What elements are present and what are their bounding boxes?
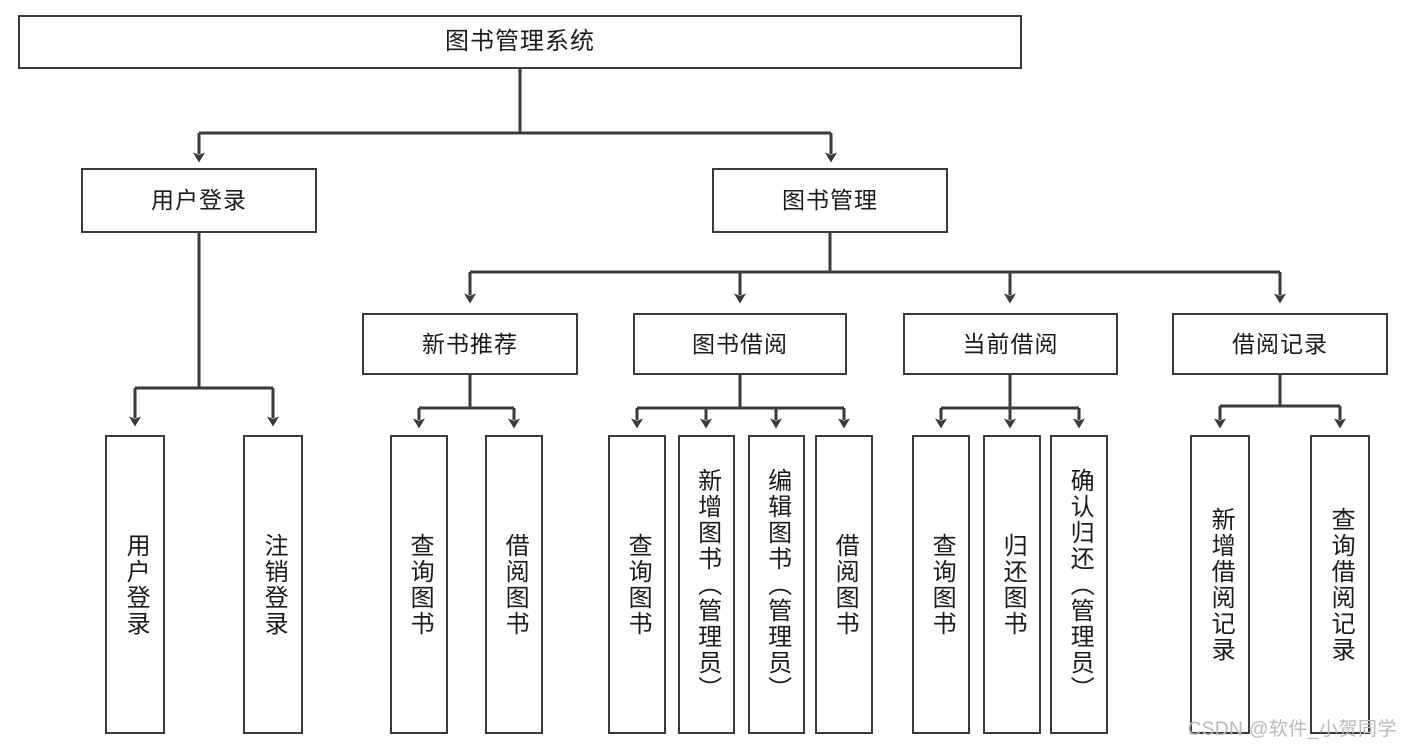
leaf-edit-book-label: 编辑图书（管理员） — [763, 467, 791, 702]
leaf-add-book[interactable]: 新增图书（管理员） — [678, 435, 735, 734]
node-user-login[interactable]: 用户登录 — [81, 168, 317, 233]
leaf-borrow-book-1-label: 借阅图书 — [501, 532, 529, 637]
leaf-query-record[interactable]: 查询借阅记录 — [1310, 435, 1370, 734]
leaf-query-book-1[interactable]: 查询图书 — [390, 435, 448, 734]
leaf-add-record-label: 新增借阅记录 — [1207, 506, 1235, 663]
node-current-borrow-label: 当前借阅 — [962, 330, 1059, 357]
node-borrow-record[interactable]: 借阅记录 — [1172, 313, 1388, 375]
leaf-query-book-3-label: 查询图书 — [928, 532, 956, 637]
leaf-query-book-2[interactable]: 查询图书 — [608, 435, 666, 734]
watermark: CSDN @软件_小贺同学 — [1187, 719, 1397, 740]
leaf-confirm-return[interactable]: 确认归还（管理员） — [1050, 435, 1108, 734]
leaf-add-book-label: 新增图书（管理员） — [693, 467, 721, 702]
node-borrow-record-label: 借阅记录 — [1232, 330, 1328, 357]
node-new-book-recommend[interactable]: 新书推荐 — [362, 313, 578, 375]
leaf-edit-book[interactable]: 编辑图书（管理员） — [748, 435, 805, 734]
node-book-borrow[interactable]: 图书借阅 — [633, 313, 847, 375]
node-root-label: 图书管理系统 — [445, 28, 595, 55]
leaf-borrow-book-1[interactable]: 借阅图书 — [485, 435, 543, 734]
node-user-login-label: 用户登录 — [151, 187, 247, 213]
node-book-manage-label: 图书管理 — [782, 187, 878, 213]
node-root[interactable]: 图书管理系统 — [18, 15, 1022, 69]
node-book-borrow-label: 图书借阅 — [692, 330, 788, 357]
node-new-book-recommend-label: 新书推荐 — [422, 330, 518, 357]
leaf-logout-label: 注销登录 — [260, 532, 288, 637]
leaf-borrow-book-2[interactable]: 借阅图书 — [815, 435, 873, 734]
node-current-borrow[interactable]: 当前借阅 — [903, 313, 1118, 375]
node-book-manage[interactable]: 图书管理 — [712, 168, 948, 233]
leaf-return-book-label: 归还图书 — [999, 532, 1027, 637]
leaf-query-book-2-label: 查询图书 — [624, 532, 652, 637]
leaf-add-record[interactable]: 新增借阅记录 — [1190, 435, 1250, 734]
leaf-query-book-1-label: 查询图书 — [406, 532, 434, 637]
leaf-user-login-label: 用户登录 — [122, 532, 150, 637]
leaf-query-book-3[interactable]: 查询图书 — [912, 435, 970, 734]
leaf-return-book[interactable]: 归还图书 — [983, 435, 1041, 734]
leaf-logout[interactable]: 注销登录 — [243, 435, 303, 734]
leaf-query-record-label: 查询借阅记录 — [1327, 506, 1355, 663]
leaf-user-login[interactable]: 用户登录 — [105, 435, 165, 734]
leaf-borrow-book-2-label: 借阅图书 — [831, 532, 859, 637]
leaf-confirm-return-label: 确认归还（管理员） — [1066, 467, 1094, 702]
